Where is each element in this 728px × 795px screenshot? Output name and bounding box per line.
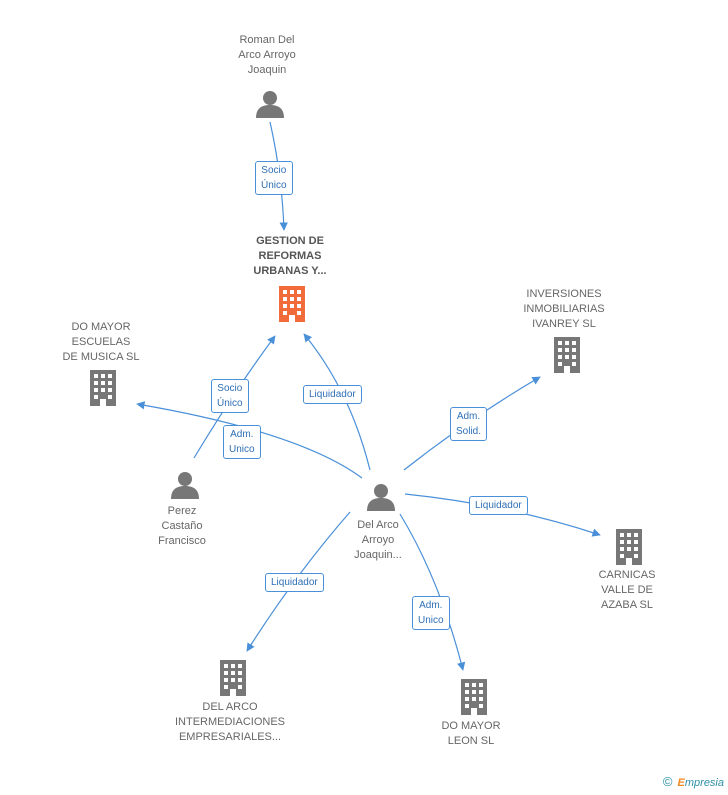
person-icon-delarco[interactable] bbox=[367, 484, 395, 511]
node-label-inversiones[interactable]: INVERSIONES INMOBILIARIAS IVANREY SL bbox=[523, 288, 605, 330]
node-label-domayor-escuelas[interactable]: DO MAYOR ESCUELAS DE MUSICA SL bbox=[62, 321, 140, 363]
building-icon-domayor-leon[interactable] bbox=[461, 679, 487, 715]
edge-label-delarco-escuelas: Adm. Unico bbox=[223, 425, 261, 459]
edge-label-delarco-intermediaciones: Liquidador bbox=[265, 573, 324, 592]
edge-delarco-escuelas bbox=[136, 401, 363, 479]
edge-label-delarco-inversiones: Adm. Solid. bbox=[450, 407, 488, 441]
edge-delarco-leon bbox=[399, 513, 466, 671]
node-label-delarco[interactable]: Del Arco Arroyo Joaquin... bbox=[354, 519, 402, 561]
person-icon-roman[interactable] bbox=[256, 91, 284, 118]
node-label-carnicas[interactable]: CARNICAS VALLE DE AZABA SL bbox=[598, 569, 656, 611]
edge-label-delarco-carnicas: Liquidador bbox=[469, 496, 528, 515]
brand-logo-text: mpresia bbox=[684, 777, 724, 789]
node-label-gestion[interactable]: GESTION DE REFORMAS URBANAS Y... bbox=[253, 235, 327, 277]
node-label-roman[interactable]: Roman Del Arco Arroyo Joaquin bbox=[238, 34, 296, 76]
brand-logo-initial: E bbox=[677, 777, 685, 789]
building-icon-gestion[interactable] bbox=[279, 286, 305, 322]
building-icon-carnicas[interactable] bbox=[616, 529, 642, 565]
person-icon-perez[interactable] bbox=[171, 472, 199, 499]
edge-label-perez-gestion: Socio Único bbox=[211, 379, 249, 413]
edge-label-delarco-leon: Adm. Unico bbox=[412, 596, 450, 630]
edge-label-delarco-gestion: Liquidador bbox=[303, 385, 362, 404]
node-label-domayor-leon[interactable]: DO MAYOR LEON SL bbox=[441, 720, 501, 747]
building-icon-intermediaciones[interactable] bbox=[220, 660, 246, 696]
copyright-symbol: © bbox=[662, 774, 673, 789]
building-icon-inversiones[interactable] bbox=[554, 337, 580, 373]
node-label-perez[interactable]: Perez Castaño Francisco bbox=[158, 505, 206, 547]
node-label-intermediaciones[interactable]: DEL ARCO INTERMEDIACIONES EMPRESARIALES.… bbox=[174, 701, 285, 743]
empresia-footer: © Empresia bbox=[663, 774, 724, 789]
edge-label-roman-gestion: Socio Único bbox=[255, 161, 293, 195]
building-icon-domayor-escuelas[interactable] bbox=[90, 370, 116, 406]
